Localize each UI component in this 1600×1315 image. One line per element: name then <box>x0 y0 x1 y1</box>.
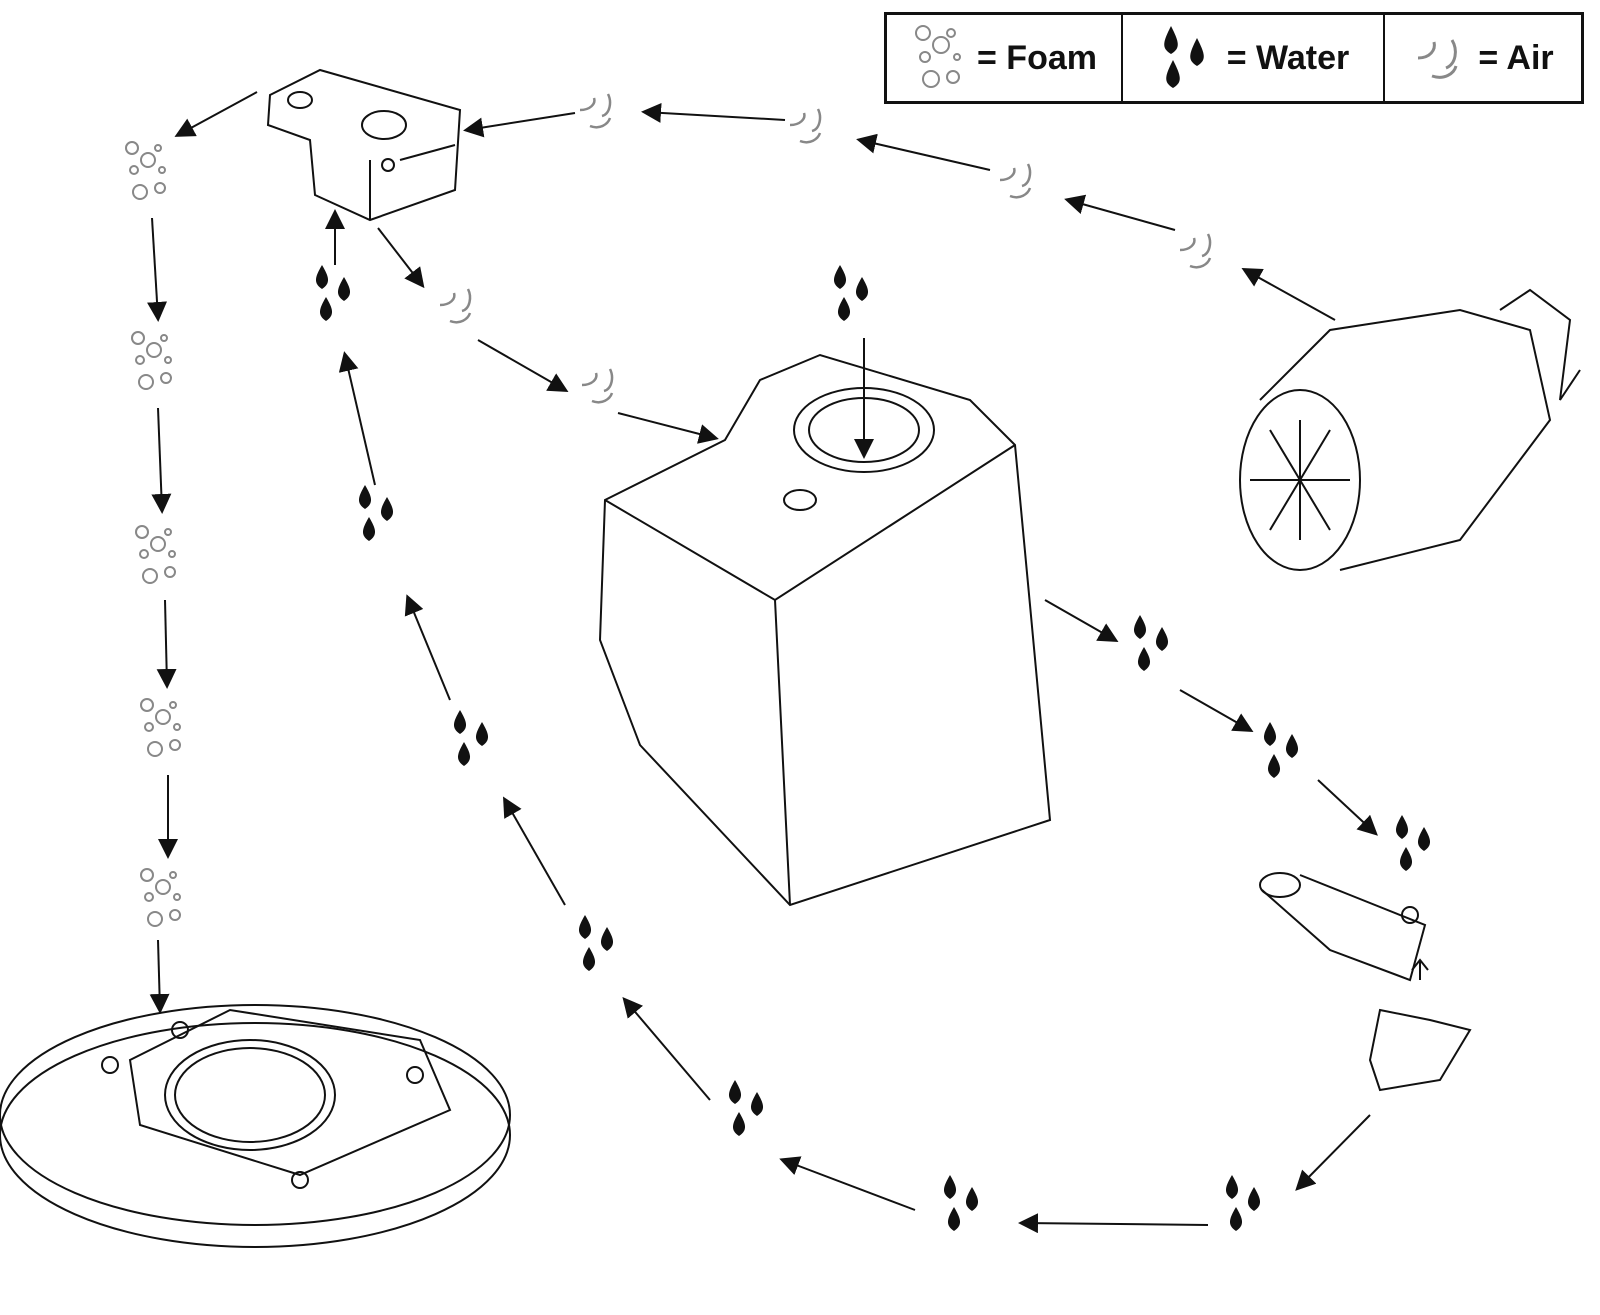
water-icon <box>1163 26 1204 88</box>
legend-foam: = Foam <box>887 15 1123 101</box>
legend-water: = Water <box>1123 15 1385 101</box>
water-pump <box>1259 872 1472 1092</box>
legend-air: = Air <box>1385 15 1581 101</box>
foam-icon <box>915 25 961 88</box>
air-compressor <box>1239 288 1581 571</box>
solution-tank <box>598 353 1052 907</box>
water-flow-path <box>315 209 1431 1234</box>
foam-flow-path <box>125 91 258 1014</box>
air-icon <box>1418 39 1458 79</box>
legend-air-label: = Air <box>1478 38 1554 77</box>
legend: = Foam = Water = Air <box>884 12 1584 104</box>
legend-water-label: = Water <box>1226 38 1350 77</box>
air-flow-path <box>377 92 1336 444</box>
legend-foam-label: = Foam <box>977 38 1097 77</box>
brush-head <box>0 1004 511 1248</box>
foam-valve-block <box>266 68 462 222</box>
